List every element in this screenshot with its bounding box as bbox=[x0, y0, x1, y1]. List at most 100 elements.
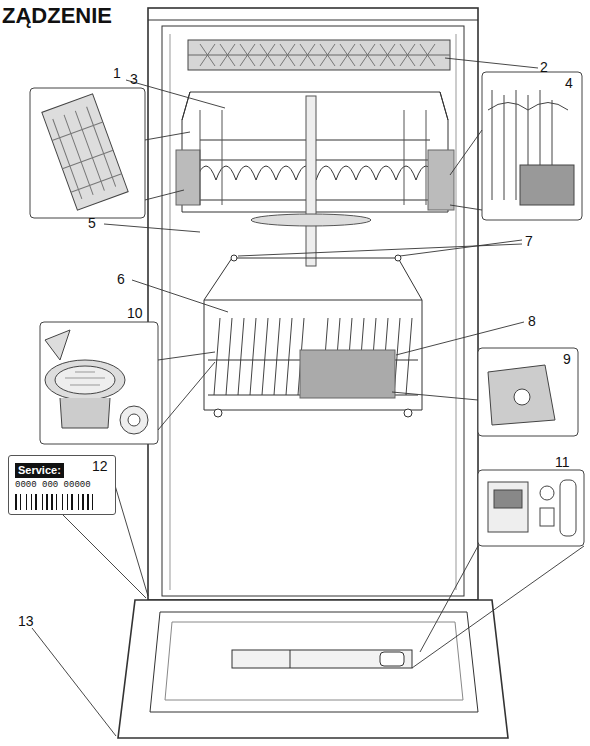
barcode-bar bbox=[71, 494, 73, 510]
drawing-part bbox=[396, 322, 524, 355]
inset-10 bbox=[40, 322, 158, 444]
drawing-part bbox=[231, 255, 237, 261]
drawing-part bbox=[145, 132, 190, 140]
drawing-part bbox=[232, 650, 412, 668]
drawing-part bbox=[456, 34, 457, 590]
barcode-bar bbox=[62, 494, 63, 510]
drawing-part bbox=[450, 130, 482, 175]
barcode-bar bbox=[51, 494, 53, 510]
drawing-part bbox=[162, 26, 464, 596]
drawing-part bbox=[306, 96, 316, 266]
barcode-bar bbox=[42, 494, 43, 510]
barcode-bar bbox=[67, 494, 68, 510]
drawing-part bbox=[65, 372, 105, 385]
drawing-part bbox=[55, 366, 115, 394]
drawing-part bbox=[540, 508, 554, 526]
barcode-bar bbox=[82, 494, 84, 510]
drawing-part bbox=[42, 94, 128, 210]
drawing-part bbox=[488, 365, 555, 425]
drawing-part bbox=[126, 80, 225, 108]
callout-number: 8 bbox=[528, 314, 536, 328]
drawing-part bbox=[420, 546, 478, 652]
drawing-part bbox=[188, 40, 450, 70]
drawing-part bbox=[412, 546, 584, 668]
drawing-part bbox=[52, 122, 122, 192]
drawing-part bbox=[132, 280, 228, 312]
drawing-part bbox=[165, 622, 463, 700]
barcode-bar bbox=[87, 494, 89, 510]
drawing-part bbox=[60, 398, 110, 428]
drawing-part bbox=[520, 165, 574, 205]
service-heading: Service: bbox=[15, 463, 64, 478]
spray-pipe bbox=[251, 96, 371, 266]
barcode-bar bbox=[78, 494, 79, 510]
drawing-part bbox=[290, 650, 291, 668]
callout-number: 13 bbox=[18, 614, 34, 628]
cutlery-tray bbox=[188, 40, 450, 70]
door bbox=[118, 600, 508, 738]
drawing-part bbox=[118, 600, 508, 738]
drawing-part bbox=[32, 628, 116, 736]
drawing-part bbox=[494, 490, 522, 508]
callout-number: 3 bbox=[130, 72, 138, 86]
drawing-part bbox=[540, 486, 554, 500]
drawing-part bbox=[170, 34, 171, 590]
callout-number: 10 bbox=[127, 306, 143, 320]
drawing-part bbox=[148, 20, 478, 21]
drawing-part bbox=[148, 8, 478, 600]
drawing-part bbox=[560, 480, 576, 536]
page-title: ZĄDZENIE bbox=[2, 4, 112, 28]
inset-3 bbox=[30, 88, 145, 218]
serial-number: 0000 000 00000 bbox=[15, 481, 109, 491]
cabinet bbox=[148, 8, 478, 600]
drawing-part bbox=[404, 409, 412, 417]
drawing-part bbox=[45, 330, 70, 360]
callout-number: 9 bbox=[563, 352, 571, 366]
drawing-part bbox=[188, 55, 450, 56]
drawing-part bbox=[478, 348, 578, 436]
barcode-bar bbox=[15, 494, 17, 510]
drawing-part bbox=[514, 389, 530, 405]
inset-4 bbox=[482, 72, 582, 220]
drawing-part bbox=[60, 512, 146, 598]
drawing-part bbox=[450, 205, 482, 210]
drawing-part bbox=[204, 300, 422, 301]
drawing-part bbox=[428, 150, 454, 210]
drawing-part bbox=[300, 350, 395, 398]
barcode-bar bbox=[26, 494, 27, 510]
callout-number: 2 bbox=[540, 60, 548, 74]
callout-number: 12 bbox=[92, 459, 108, 473]
callout-number: 5 bbox=[88, 216, 96, 230]
barcode-bar bbox=[46, 494, 48, 510]
drawing-part bbox=[158, 352, 215, 360]
drawing-part bbox=[251, 214, 371, 226]
drawing-part bbox=[478, 470, 584, 546]
drawing-part bbox=[392, 392, 478, 400]
inset-11 bbox=[478, 470, 584, 546]
drawing-part bbox=[45, 360, 125, 400]
leader-lines bbox=[32, 58, 584, 736]
drawing-part bbox=[488, 103, 568, 111]
barcode-bar bbox=[92, 494, 93, 510]
drawing-part bbox=[158, 362, 215, 430]
drawing-part bbox=[145, 190, 184, 200]
drawing-part bbox=[150, 612, 478, 712]
drawing-part bbox=[42, 94, 128, 210]
drawing-part bbox=[482, 72, 582, 220]
drawing-part bbox=[104, 224, 200, 232]
drawing-part bbox=[380, 652, 404, 666]
barcode-bar bbox=[56, 494, 57, 510]
barcode-bar bbox=[20, 494, 21, 510]
drawing-part bbox=[120, 406, 148, 434]
callout-number: 7 bbox=[525, 234, 533, 248]
drawing-part bbox=[204, 258, 422, 410]
drawing-part bbox=[114, 482, 148, 596]
callout-number: 11 bbox=[555, 455, 570, 469]
drawing-part bbox=[30, 88, 145, 218]
callout-number: 6 bbox=[117, 272, 125, 286]
drawing-part bbox=[238, 244, 522, 256]
drawing-part bbox=[488, 482, 528, 532]
